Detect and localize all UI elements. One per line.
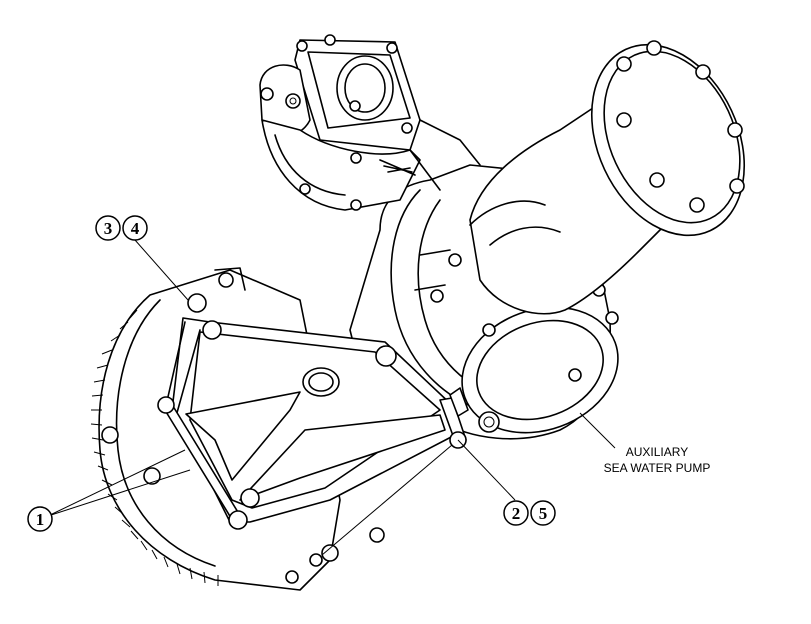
callout-1: 1 <box>27 506 53 532</box>
inlet-flange-assembly <box>259 34 481 211</box>
callout-4-label: 4 <box>131 219 140 238</box>
pump-label: AUXILIARY SEA WATER PUMP <box>604 445 711 475</box>
callout-5: 5 <box>530 500 556 526</box>
callout-3-label: 3 <box>104 219 113 238</box>
discharge-pipe <box>469 40 746 315</box>
callout-1-label: 1 <box>36 510 45 529</box>
callout-2: 2 <box>503 500 529 526</box>
callout-3: 3 <box>95 215 121 241</box>
pump-label-line1: AUXILIARY <box>626 445 688 459</box>
pump-label-line2: SEA WATER PUMP <box>604 461 711 475</box>
mounting-bracket <box>164 317 456 523</box>
callout-4: 4 <box>122 215 148 241</box>
callout-2-label: 2 <box>512 504 521 523</box>
callout-5-label: 5 <box>539 504 548 523</box>
leader-lines <box>47 239 616 556</box>
flange-bolts <box>616 40 745 213</box>
support-links <box>157 320 469 567</box>
gear-teeth <box>90 309 219 586</box>
